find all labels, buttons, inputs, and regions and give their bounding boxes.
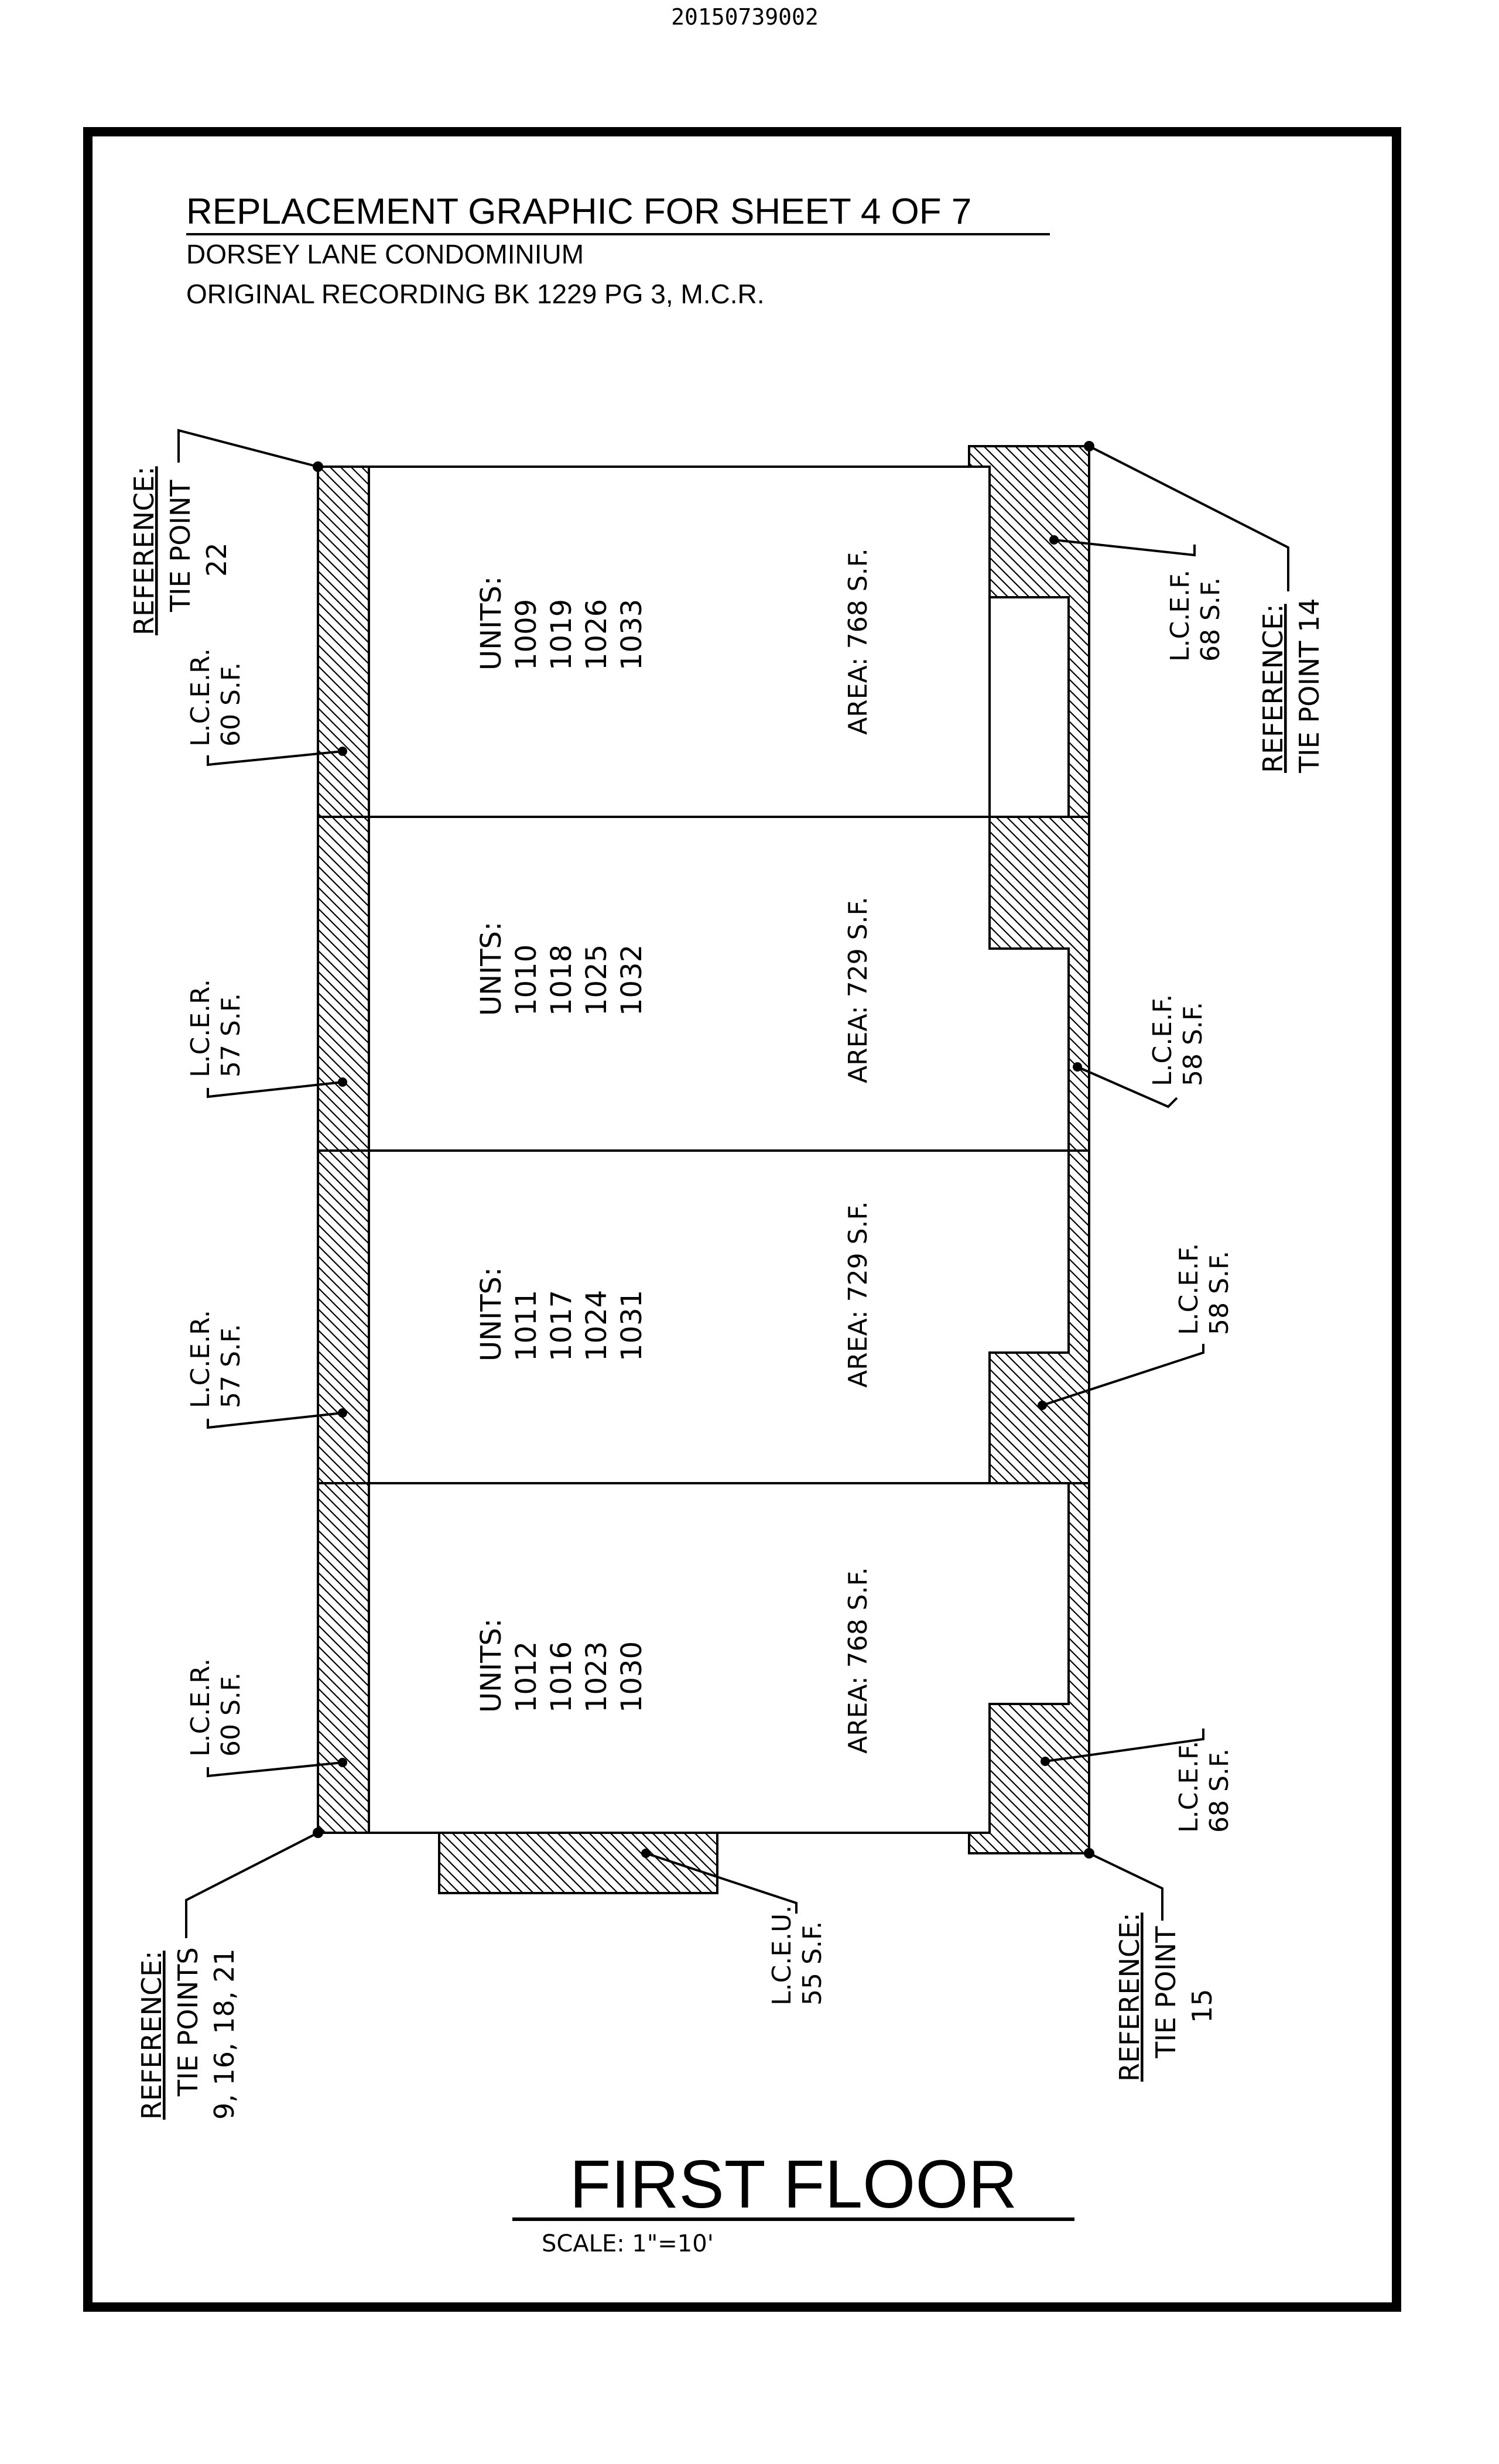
- units-label: UNITS:: [475, 922, 508, 1016]
- tie-point-dot: [313, 461, 323, 472]
- unit-number: 1031: [615, 1290, 648, 1361]
- reference-tie-point-15: REFERENCE: TIE POINT 15: [1084, 1848, 1218, 2082]
- reference-label: REFERENCE:: [1257, 604, 1289, 773]
- lcer-area: 57 S.F.: [216, 1324, 246, 1408]
- lcer-callout-1: L.C.E.R. 60 S.F.: [186, 648, 347, 766]
- lcer-callout-4: L.C.E.R. 60 S.F.: [186, 1658, 347, 1778]
- lcef-area: 58 S.F.: [1204, 1251, 1234, 1335]
- units-label: UNITS:: [475, 1267, 508, 1361]
- unit-number: 1016: [545, 1641, 578, 1713]
- lcer-callout-2: L.C.E.R. 57 S.F.: [186, 979, 347, 1098]
- lcef-callout-1: L.C.E.F. 68 S.F.: [1049, 535, 1226, 662]
- tie-point-dot: [1084, 441, 1094, 451]
- lcef-name: L.C.E.F.: [1174, 1243, 1204, 1335]
- lcef-name: L.C.E.F.: [1148, 994, 1178, 1086]
- lcer-name: L.C.E.R.: [186, 1658, 215, 1757]
- units-label: UNITS:: [475, 576, 508, 670]
- reference-line: TIE POINT 14: [1293, 598, 1325, 774]
- unit-2-labels: UNITS: 1010 1018 1025 1032 AREA: 729 S.F…: [475, 896, 873, 1083]
- reference-line: 15: [1186, 1989, 1218, 2023]
- original-recording: ORIGINAL RECORDING BK 1229 PG 3, M.C.R.: [186, 279, 765, 309]
- reference-label: REFERENCE:: [1114, 1912, 1145, 2082]
- tie-point-dot: [313, 1828, 323, 1838]
- lcef-callout-2: L.C.E.F. 58 S.F.: [1073, 994, 1208, 1108]
- unit-number: 1012: [510, 1641, 543, 1713]
- lcef-area-4: [968, 1482, 1090, 1854]
- lcer-area: 60 S.F.: [216, 1672, 246, 1757]
- unit-number: 1033: [615, 599, 648, 670]
- lcer-name: L.C.E.R.: [186, 648, 215, 747]
- unit-4-labels: UNITS: 1012 1016 1023 1030 AREA: 768 S.F…: [475, 1567, 873, 1754]
- unit-number: 1023: [580, 1641, 613, 1713]
- scale-note: SCALE: 1"=10': [542, 2230, 714, 2257]
- lcer-area: 57 S.F.: [216, 993, 246, 1077]
- lcef-callout-3: L.C.E.F. 58 S.F.: [1038, 1243, 1234, 1410]
- leader-dot: [641, 1849, 651, 1858]
- reference-tie-point-22: REFERENCE: TIE POINT 22: [128, 429, 323, 635]
- reference-label: REFERENCE:: [136, 1950, 167, 2120]
- unit-number: 1017: [545, 1290, 578, 1361]
- lceu-callout: L.C.E.U. 55 S.F.: [641, 1849, 827, 2006]
- lcef-name: L.C.E.F.: [1174, 1741, 1204, 1833]
- unit-number: 1019: [545, 599, 578, 670]
- lceu-name: L.C.E.U.: [767, 1905, 797, 2006]
- unit-number: 1011: [510, 1290, 543, 1361]
- floor-title: FIRST FLOOR: [570, 2146, 1018, 2222]
- document-number: 20150739002: [671, 4, 819, 30]
- lcef-area: 68 S.F.: [1204, 1748, 1234, 1833]
- unit-number: 1025: [580, 944, 613, 1016]
- reference-tie-point-14: REFERENCE: TIE POINT 14: [1084, 441, 1325, 774]
- unit-area: AREA: 729 S.F.: [843, 1201, 873, 1388]
- tie-point-dot: [1084, 1848, 1094, 1859]
- condominium-name: DORSEY LANE CONDOMINIUM: [186, 239, 584, 269]
- leader-dot: [1038, 1401, 1047, 1410]
- units-label: UNITS:: [475, 1618, 508, 1713]
- sheet-border: [83, 127, 1401, 2312]
- unit-number: 1024: [580, 1290, 613, 1361]
- leader-dot: [1041, 1757, 1050, 1766]
- lcef-area-2: [988, 816, 1090, 1152]
- lcer-name: L.C.E.R.: [186, 979, 215, 1077]
- unit-number: 1026: [580, 599, 613, 670]
- lcer-name: L.C.E.R.: [186, 1310, 215, 1408]
- lceu-area: 55 S.F.: [798, 1921, 827, 2006]
- unit-number: 1030: [615, 1641, 648, 1713]
- unit-number: 1032: [615, 944, 648, 1016]
- unit-3-labels: UNITS: 1011 1017 1024 1031 AREA: 729 S.F…: [475, 1201, 873, 1388]
- unit-1-labels: UNITS: 1009 1019 1026 1033 AREA: 768 S.F…: [475, 548, 873, 735]
- unit-area: AREA: 768 S.F.: [843, 1567, 873, 1754]
- lcef-callout-4: L.C.E.F. 68 S.F.: [1041, 1729, 1234, 1833]
- sheet-title: REPLACEMENT GRAPHIC FOR SHEET 4 OF 7: [186, 191, 971, 232]
- leader-dot: [338, 747, 347, 756]
- reference-line: TIE POINTS: [172, 1947, 204, 2097]
- lcer-area: 60 S.F.: [216, 662, 246, 747]
- lcef-area: 58 S.F.: [1178, 1002, 1208, 1086]
- reference-line: TIE POINT: [1150, 1926, 1182, 2059]
- reference-label: REFERENCE:: [128, 466, 160, 635]
- leader-dot: [1073, 1062, 1082, 1072]
- reference-line: 22: [201, 542, 232, 577]
- lcef-name: L.C.E.F.: [1165, 570, 1195, 662]
- unit-number: 1010: [510, 944, 543, 1016]
- leader-dot: [1049, 535, 1059, 545]
- leader-dot: [338, 1408, 347, 1418]
- unit-block-1: [368, 466, 991, 818]
- lcef-area: 68 S.F.: [1196, 577, 1226, 662]
- unit-number: 1009: [510, 599, 543, 670]
- leader-dot: [338, 1758, 347, 1767]
- floor-plan: [317, 445, 1090, 1894]
- unit-number: 1018: [545, 944, 578, 1016]
- lceu-area: [438, 1832, 718, 1894]
- leader-dot: [338, 1077, 347, 1087]
- reference-tie-points-9-16-18-21: REFERENCE: TIE POINTS 9, 16, 18, 21: [136, 1828, 323, 2120]
- lcer-callout-3: L.C.E.R. 57 S.F.: [186, 1310, 347, 1429]
- lcef-area-3: [988, 1149, 1090, 1484]
- reference-line: TIE POINT: [165, 480, 196, 612]
- unit-area: AREA: 768 S.F.: [843, 548, 873, 735]
- reference-line: 9, 16, 18, 21: [208, 1948, 240, 2120]
- lcef-area-1: [968, 445, 1090, 818]
- unit-area: AREA: 729 S.F.: [843, 896, 873, 1083]
